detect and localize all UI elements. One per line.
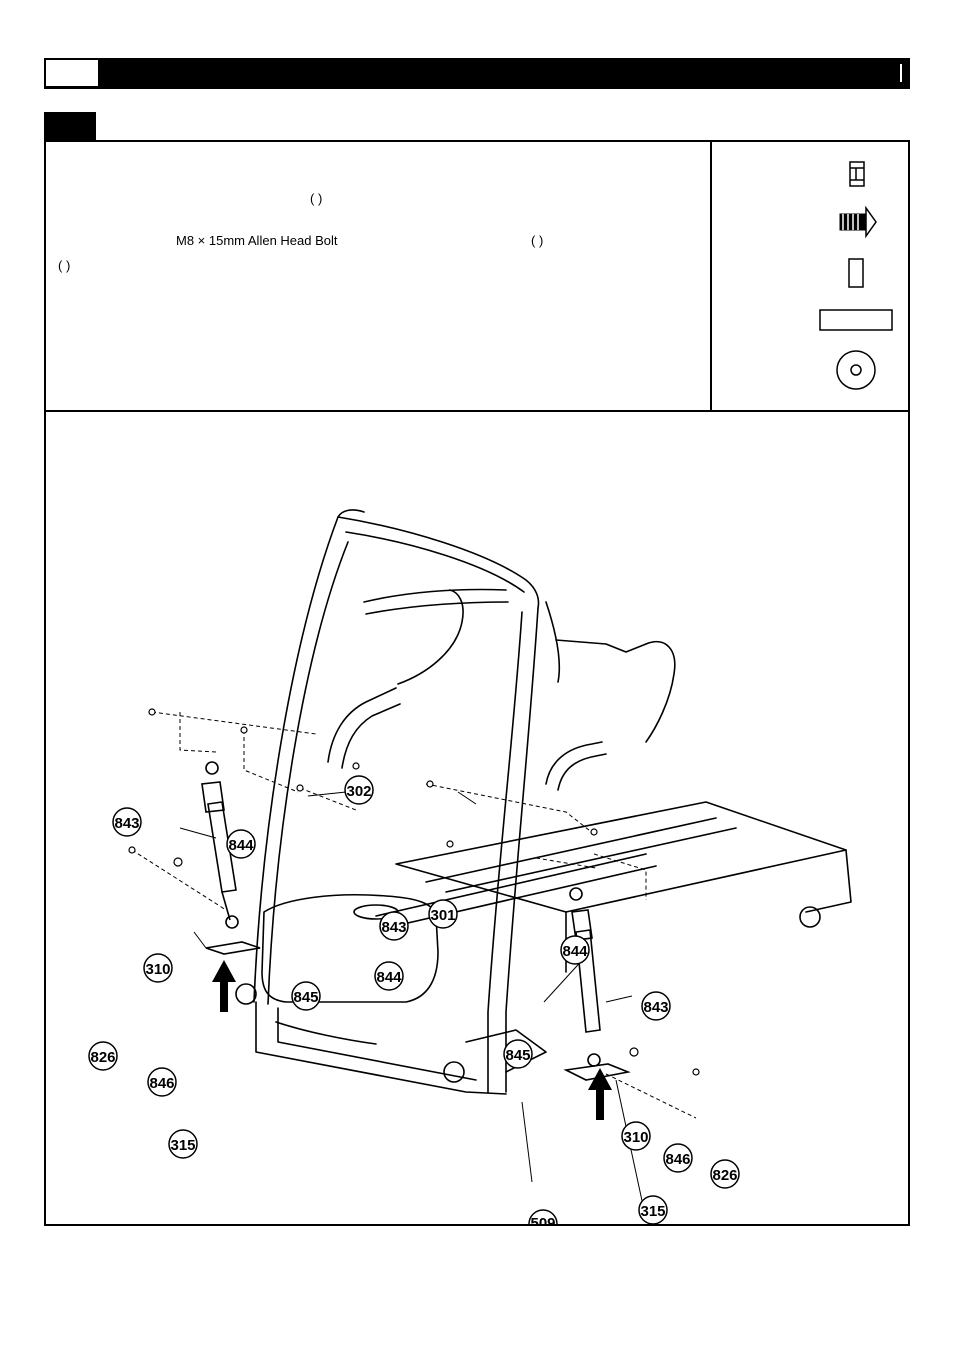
spacer-icon (848, 258, 864, 288)
svg-text:844: 844 (562, 943, 588, 960)
front-wheel-right (443, 1061, 465, 1083)
wrench-bar-icon (819, 309, 893, 331)
svg-text:302: 302 (346, 783, 371, 800)
svg-text:315: 315 (640, 1203, 665, 1220)
rear-wheel (799, 906, 821, 928)
paren-1: ( ) (310, 191, 323, 206)
svg-text:310: 310 (623, 1129, 648, 1146)
parts-column-divider (710, 142, 712, 412)
panel-divider (46, 410, 908, 412)
svg-text:845: 845 (293, 989, 318, 1006)
callout-310-a: 310 (143, 953, 173, 983)
step-tab (44, 112, 94, 140)
upright-right-inner (487, 611, 523, 1093)
page-number-box (46, 60, 100, 86)
svg-text:846: 846 (665, 1151, 690, 1168)
upright-right-outer (505, 607, 539, 1093)
handlebar-right (545, 741, 603, 785)
callout-845-b: 845 (503, 1039, 533, 1069)
motor-hood (261, 894, 439, 1003)
svg-text:843: 843 (643, 999, 668, 1016)
handlebar-left (327, 687, 397, 763)
nut-icon (849, 161, 865, 187)
foot-pad-left (205, 941, 261, 955)
callout-843-a: 843 (112, 807, 142, 837)
header-underline (44, 88, 910, 89)
callout-846-b: 846 (663, 1143, 693, 1173)
callout-302: 302 (344, 775, 374, 805)
svg-text:846: 846 (149, 1075, 174, 1092)
front-wheel-left (235, 983, 257, 1005)
upright-left-outer (253, 509, 365, 1003)
svg-text:843: 843 (114, 815, 139, 832)
section-header-bar (44, 58, 910, 88)
washer-icon (836, 350, 876, 390)
parts-list (712, 142, 910, 410)
header-tick (900, 64, 902, 82)
callout-315-b: 315 (638, 1195, 668, 1225)
foot-pad-right (563, 1063, 631, 1081)
callout-509: 509 (528, 1209, 558, 1239)
shock-right (569, 887, 601, 1067)
svg-text:844: 844 (228, 837, 254, 854)
svg-text:301: 301 (430, 907, 455, 924)
console-top (555, 639, 647, 653)
svg-text:310: 310 (145, 961, 170, 978)
svg-text:315: 315 (170, 1137, 195, 1154)
step-tab-edge (94, 112, 96, 140)
svg-text:826: 826 (712, 1167, 737, 1184)
paren-3: ( ) (58, 258, 71, 273)
svg-text:509: 509 (530, 1215, 555, 1224)
top-crossbar (337, 516, 540, 609)
bolt-label: M8 × 15mm Allen Head Bolt (176, 233, 338, 248)
callout-843-c: 843 (641, 991, 671, 1021)
up-arrow-right (588, 1068, 612, 1120)
callout-845-a: 845 (291, 981, 321, 1011)
callout-844-a: 844 (226, 829, 256, 859)
callout-846-a: 846 (147, 1067, 177, 1097)
shock-left (201, 761, 239, 929)
callout-844-c: 844 (374, 961, 404, 991)
assembly-diagram: 302 843 844 301 843 310 (46, 412, 908, 1239)
upright-left-inner (267, 541, 349, 1005)
callout-310-b: 310 (621, 1121, 651, 1151)
svg-text:843: 843 (381, 919, 406, 936)
callout-844-b: 844 (560, 935, 590, 965)
callout-843-b: 843 (379, 911, 409, 941)
instruction-panel: ( ) M8 × 15mm Allen Head Bolt ( ) ( ) (44, 140, 910, 1239)
svg-text:844: 844 (376, 969, 402, 986)
callout-826-b: 826 (710, 1159, 740, 1189)
base-frame (255, 1001, 507, 1095)
callout-301: 301 (428, 899, 458, 929)
svg-text:845: 845 (505, 1047, 530, 1064)
svg-text:826: 826 (90, 1049, 115, 1066)
up-arrow-left (212, 960, 236, 1012)
callout-315-a: 315 (168, 1129, 198, 1159)
bolt-icon (839, 205, 877, 239)
callout-826-a: 826 (88, 1041, 118, 1071)
paren-2: ( ) (531, 233, 544, 248)
